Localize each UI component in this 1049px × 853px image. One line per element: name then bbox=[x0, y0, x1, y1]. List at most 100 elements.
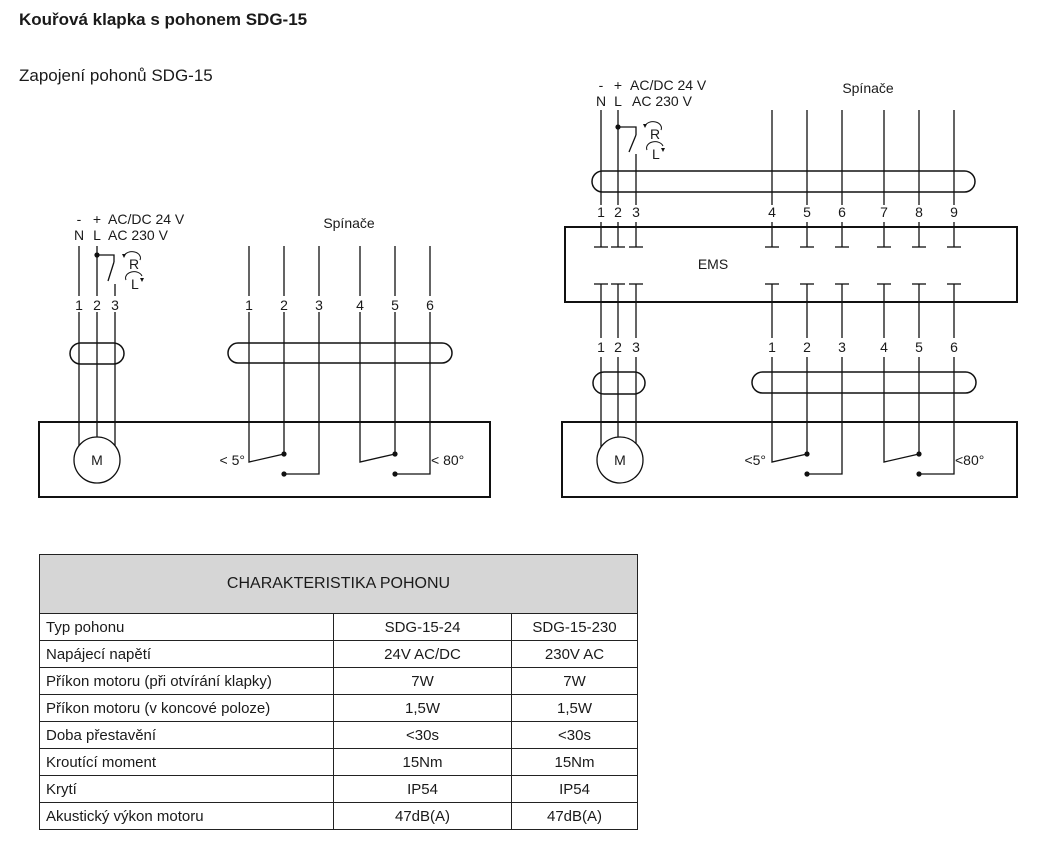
parameter-name: Doba přestavění bbox=[39, 721, 334, 749]
value-sdg-15-230: IP54 bbox=[511, 775, 638, 803]
switch-contact bbox=[883, 357, 920, 463]
value-sdg-15-24: 24V AC/DC bbox=[333, 640, 512, 668]
supply-n-label: N bbox=[596, 93, 606, 109]
terminal-number: 3 bbox=[632, 204, 640, 220]
parameter-name: Akustický výkon motoru bbox=[39, 802, 334, 830]
supply-plus-label: + bbox=[614, 77, 622, 93]
section-subtitle: Zapojení pohonů SDG-15 bbox=[19, 66, 213, 85]
value-sdg-15-230: 15Nm bbox=[511, 748, 638, 776]
cable-loop bbox=[591, 170, 976, 193]
terminal-number: 2 bbox=[614, 204, 622, 220]
value-sdg-15-24: SDG-15-24 bbox=[333, 613, 512, 641]
actuator-box bbox=[38, 421, 491, 498]
switch-wire bbox=[395, 312, 431, 475]
parameter-name: Napájecí napětí bbox=[39, 640, 334, 668]
parameter-name: Kroutící moment bbox=[39, 748, 334, 776]
value-sdg-15-230: 230V AC bbox=[511, 640, 638, 668]
terminal-number: 2 bbox=[614, 339, 622, 355]
motor-symbol bbox=[73, 436, 121, 484]
rotation-l-label: L bbox=[652, 146, 660, 162]
value-sdg-15-230: <30s bbox=[511, 721, 638, 749]
supply-ac-label: AC 230 V bbox=[108, 227, 169, 243]
terminal-number: 2 bbox=[93, 297, 101, 313]
terminal-number: 2 bbox=[280, 297, 288, 313]
terminal-number: 5 bbox=[915, 339, 923, 355]
value-sdg-15-230: 1,5W bbox=[511, 694, 638, 722]
switch-contact bbox=[771, 357, 808, 463]
supply-l-label: L bbox=[614, 93, 622, 109]
terminal-number: 4 bbox=[880, 339, 888, 355]
junction-dot bbox=[392, 451, 398, 457]
value-sdg-15-24: 15Nm bbox=[333, 748, 512, 776]
page-title: Kouřová klapka s pohonem SDG-15 bbox=[19, 10, 308, 29]
terminal-number: 9 bbox=[950, 204, 958, 220]
cable-loop bbox=[751, 371, 977, 394]
supply-plus-label: + bbox=[93, 211, 101, 227]
switch-low-label: < 5° bbox=[220, 452, 245, 468]
relay-wire bbox=[618, 126, 637, 135]
supply-dc-label: AC/DC 24 V bbox=[630, 77, 707, 93]
arrow-head-icon bbox=[661, 148, 665, 152]
junction-dot bbox=[916, 451, 922, 457]
motor-symbol bbox=[596, 436, 644, 484]
value-sdg-15-230: SDG-15-230 bbox=[511, 613, 638, 641]
supply-minus-label: - bbox=[599, 77, 604, 93]
terminal-number: 3 bbox=[838, 339, 846, 355]
terminal-number: 3 bbox=[632, 339, 640, 355]
value-sdg-15-24: 1,5W bbox=[333, 694, 512, 722]
switch-low-label: <5° bbox=[744, 452, 766, 468]
terminal-number: 7 bbox=[880, 204, 888, 220]
value-sdg-15-24: IP54 bbox=[333, 775, 512, 803]
terminal-number: 8 bbox=[915, 204, 923, 220]
value-sdg-15-24: 47dB(A) bbox=[333, 802, 512, 830]
cable-loop bbox=[592, 371, 646, 395]
supply-dc-label: AC/DC 24 V bbox=[108, 211, 185, 227]
rotation-r-label: R bbox=[650, 126, 660, 142]
switch-wire bbox=[919, 357, 955, 475]
junction-dot bbox=[392, 471, 398, 477]
junction-dot bbox=[281, 471, 287, 477]
motor-label: M bbox=[91, 452, 103, 468]
terminal-number: 3 bbox=[315, 297, 323, 313]
junction-dot bbox=[916, 471, 922, 477]
terminal-number: 1 bbox=[597, 339, 605, 355]
terminal-number: 1 bbox=[75, 297, 83, 313]
terminal-number: 1 bbox=[245, 297, 253, 313]
parameter-name: Příkon motoru (při otvírání klapky) bbox=[39, 667, 334, 695]
switch-contact bbox=[248, 312, 285, 463]
value-sdg-15-24: <30s bbox=[333, 721, 512, 749]
relay-switch bbox=[628, 134, 637, 153]
rotate-left-icon bbox=[646, 141, 664, 151]
switches-label: Spínače bbox=[842, 80, 894, 96]
supply-ac-label: AC 230 V bbox=[632, 93, 693, 109]
value-sdg-15-230: 47dB(A) bbox=[511, 802, 638, 830]
terminal-number: 3 bbox=[111, 297, 119, 313]
table-row: Doba přestavění<30s<30s bbox=[39, 721, 638, 749]
supply-l-label: L bbox=[93, 227, 101, 243]
cable-loop bbox=[69, 342, 125, 365]
table-title: CHARAKTERISTIKA POHONU bbox=[39, 554, 638, 614]
actuator-box bbox=[561, 421, 1018, 498]
rotate-left-icon bbox=[125, 271, 143, 281]
terminal-number: 1 bbox=[768, 339, 776, 355]
relay-switch bbox=[107, 261, 115, 282]
switch-high-label: <80° bbox=[955, 452, 984, 468]
terminal-number: 1 bbox=[597, 204, 605, 220]
value-sdg-15-24: 7W bbox=[333, 667, 512, 695]
value-sdg-15-230: 7W bbox=[511, 667, 638, 695]
arrow-head-icon bbox=[140, 278, 144, 282]
junction-dot bbox=[281, 451, 287, 457]
terminal-number: 2 bbox=[803, 339, 811, 355]
switch-wire bbox=[807, 357, 843, 475]
terminal-number: 5 bbox=[391, 297, 399, 313]
terminal-number: 6 bbox=[950, 339, 958, 355]
switch-high-label: < 80° bbox=[431, 452, 464, 468]
terminal-number: 6 bbox=[838, 204, 846, 220]
switches-label: Spínače bbox=[323, 215, 375, 231]
rotation-l-label: L bbox=[131, 276, 139, 292]
